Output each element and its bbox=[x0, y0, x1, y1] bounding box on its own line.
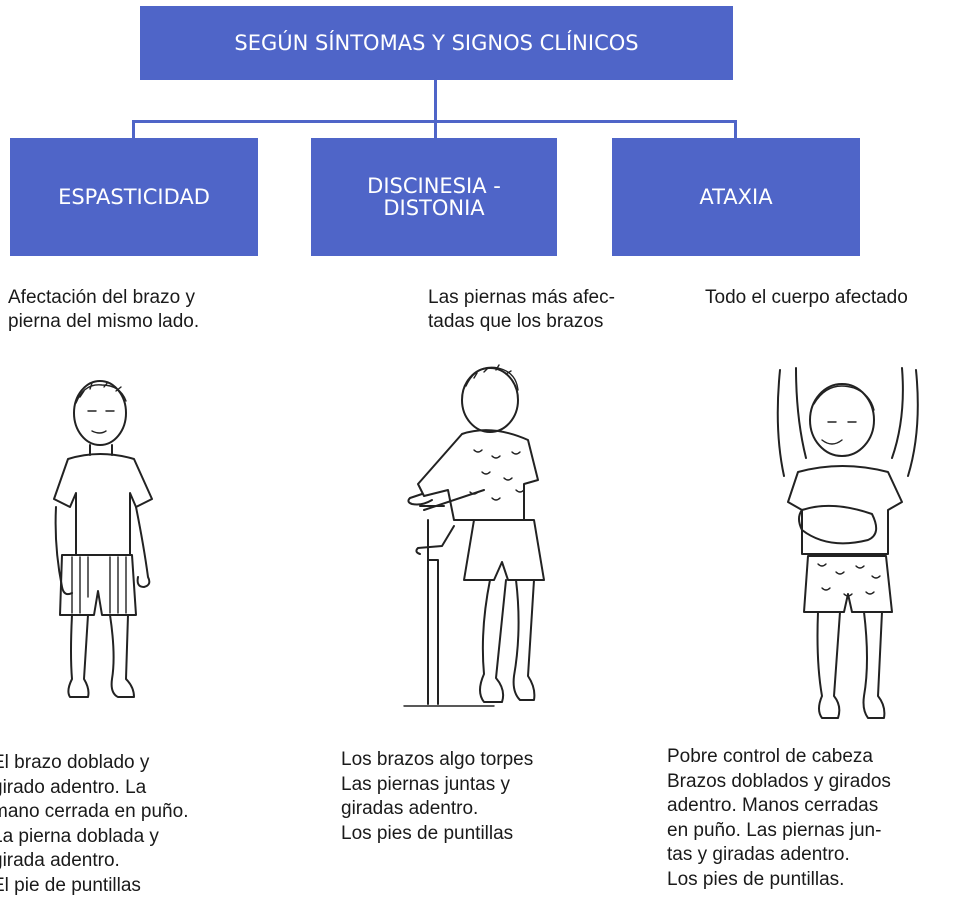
category-espasticidad: ESPASTICIDAD bbox=[10, 138, 258, 256]
text-line: La pierna doblada y bbox=[0, 825, 159, 847]
child-supported-by-adult-icon bbox=[776, 367, 919, 719]
child-leaning-on-table-icon bbox=[403, 364, 545, 707]
text-line: El pie de puntillas bbox=[0, 874, 141, 896]
text-line: giradas adentro. bbox=[341, 798, 479, 820]
connector-root-stem bbox=[434, 80, 437, 122]
text-line: Los pies de puntillas bbox=[341, 822, 514, 844]
text-line: girada adentro. bbox=[0, 850, 120, 872]
text-line: Los pies de puntillas. bbox=[667, 868, 845, 890]
text-line: Todo el cuerpo afectado bbox=[705, 287, 908, 308]
text-line: en puño. Las piernas jun- bbox=[667, 819, 882, 841]
text-line: girado adentro. La bbox=[0, 776, 147, 798]
connector-drop-middle bbox=[434, 120, 437, 138]
text-line: Pobre control de cabeza bbox=[667, 746, 873, 767]
category-discinesia-distonia: DISCINESIA - DISTONIA bbox=[311, 138, 557, 256]
text-line: tas y giradas adentro. bbox=[667, 844, 850, 866]
text-line: mano cerrada en puño. bbox=[0, 801, 189, 823]
category-label: ESPASTICIDAD bbox=[58, 184, 210, 209]
category-label: ATAXIA bbox=[699, 184, 773, 209]
text-line: Las piernas más afec- bbox=[428, 287, 615, 308]
text-line: pierna del mismo lado. bbox=[8, 311, 200, 332]
text-line: Las piernas juntas y bbox=[341, 773, 510, 795]
root-node: SEGÚN SÍNTOMAS Y SIGNOS CLÍNICOS bbox=[140, 6, 733, 80]
root-title: SEGÚN SÍNTOMAS Y SIGNOS CLÍNICOS bbox=[234, 30, 639, 55]
child-standing-spastic-icon bbox=[53, 380, 153, 698]
description-top-ataxia: Todo el cuerpo afectado bbox=[705, 286, 908, 310]
connector-drop-right bbox=[734, 120, 737, 138]
text-line: adentro. Manos cerradas bbox=[667, 795, 879, 817]
description-bottom-discinesia: Los brazos algo torpes Las piernas junta… bbox=[341, 748, 533, 846]
text-line: tadas que los brazos bbox=[428, 311, 604, 332]
category-label: DISTONIA bbox=[383, 196, 485, 220]
description-top-discinesia: Las piernas más afec- tadas que los braz… bbox=[428, 286, 615, 334]
text-line: El brazo doblado y bbox=[0, 752, 150, 773]
category-ataxia: ATAXIA bbox=[612, 138, 860, 256]
connector-drop-left bbox=[132, 120, 135, 138]
text-line: Afectación del brazo y bbox=[8, 287, 195, 308]
description-top-espasticidad: Afectación del brazo y pierna del mismo … bbox=[8, 286, 199, 334]
text-line: Brazos doblados y girados bbox=[667, 770, 891, 792]
text-line: Los brazos algo torpes bbox=[341, 749, 534, 770]
description-bottom-ataxia: Pobre control de cabeza Brazos doblados … bbox=[667, 745, 891, 893]
description-bottom-espasticidad: El brazo doblado y girado adentro. La ma… bbox=[0, 751, 188, 899]
category-label: DISCINESIA - bbox=[367, 173, 501, 198]
